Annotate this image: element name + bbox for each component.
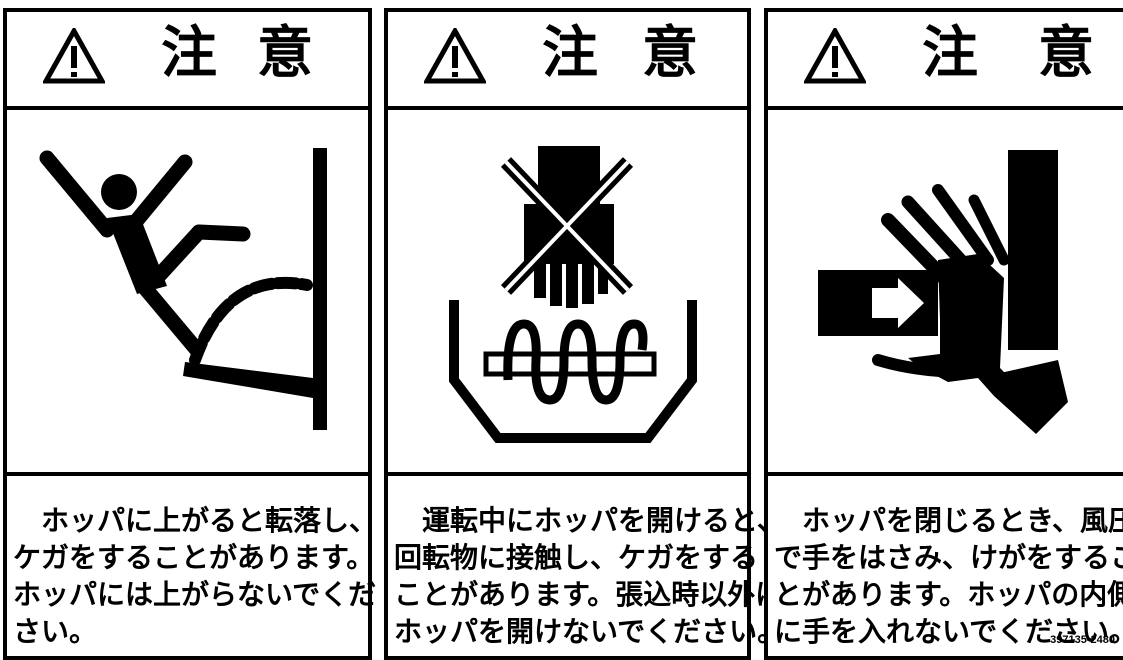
warning-label-rotating-parts: 注 意 運転中にホッパを開けると、 回転物に接触し、ケガをする ことがあ [384,8,786,660]
warning-triangle-icon [804,28,866,84]
rotating-auger-hand-crossed-icon [388,110,747,472]
caution-char-2: 意 [1038,21,1094,86]
caution-caption-text: 運転中にホッパを開けると、 回転物に接触し、ケガをする ことがあります。張込時以… [394,504,786,648]
warning-label-hand-pinch: 注 意 ホッパを閉じるとき、風圧 で手をはさみ、けがをするこ とがあります。ホッ… [764,8,1123,660]
caution-char-1: 注 [542,21,598,86]
caution-char-1: 注 [161,21,217,86]
caution-char-2: 意 [257,21,313,86]
caution-header: 注 意 [768,12,1123,110]
caution-char-2: 意 [642,21,698,86]
hand-pinch-hopper-lid-icon [768,110,1123,472]
warning-triangle-icon [43,28,105,84]
fall-from-hopper-icon [7,110,368,472]
caution-caption: ホッパに上がると転落し、 ケガをすることがあります。 ホッパには上がらないでくだ… [7,472,378,656]
warning-triangle-icon [424,28,486,84]
warning-label-fall: 注 意 ホッパに上がると転落し、 ケガをすることがあります。 ホッパには上がらな… [3,8,378,660]
caution-char-1: 注 [922,21,978,86]
caution-header: 注 意 [7,12,368,110]
caution-caption: 運転中にホッパを開けると、 回転物に接触し、ケガをする ことがあります。張込時以… [388,472,786,656]
caution-caption-text: ホッパを閉じるとき、風圧 で手をはさみ、けがをするこ とがあります。ホッパの内側… [774,504,1123,648]
caution-header: 注 意 [388,12,747,110]
part-code: 397135-2480 [1050,634,1115,646]
caution-caption-text: ホッパに上がると転落し、 ケガをすることがあります。 ホッパには上がらないでくだ… [13,504,378,648]
caution-caption: ホッパを閉じるとき、風圧 で手をはさみ、けがをするこ とがあります。ホッパの内側… [768,472,1123,656]
